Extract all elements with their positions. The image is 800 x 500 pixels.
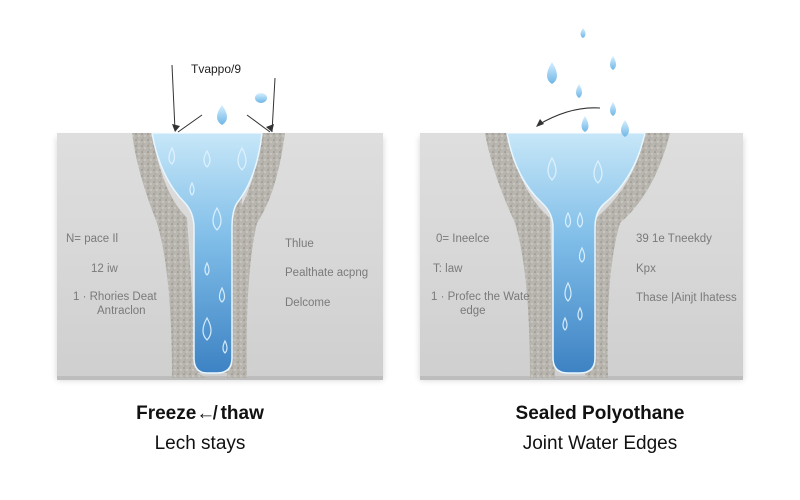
note-right-1: 39 1e Tneekdy (636, 233, 712, 245)
note-left-3: 1 · Rhories Deat (73, 291, 157, 303)
note-left-1: 0= Ineelce (436, 233, 490, 245)
evaporation-arrows (171, 64, 276, 133)
joint-left (132, 133, 285, 378)
water-drop-icon (581, 116, 589, 132)
note-right-2: Pealthate acpng (285, 267, 369, 279)
note-right-2: Kpx (636, 263, 656, 275)
water-drop-icon (576, 84, 582, 98)
caption-left-subtitle: Lech stays (154, 433, 246, 454)
caption-left-title: Freeze↚ thaw (136, 403, 264, 424)
joint-right (485, 133, 670, 378)
freeze-thaw-panel: Tvappo/9 N= pace Il 12 iw 1 · Rhories De… (0, 62, 400, 455)
curved-arrow-icon (537, 107, 601, 126)
water-column (506, 133, 646, 374)
caption-right: Sealed Polyothane Joint Water Edges (400, 403, 800, 455)
note-right-3: Delcome (285, 297, 331, 309)
note-left-2: T: law (433, 263, 463, 275)
water-drop-icon (610, 56, 616, 70)
water-drop-icon (547, 62, 557, 84)
caption-right-subtitle: Joint Water Edges (522, 433, 678, 454)
water-drop-icon (610, 102, 616, 116)
sealed-joint-panel: 0= Ineelce T: law 1 · Profec the Wate ed… (400, 0, 800, 500)
water-column (151, 133, 263, 374)
water-drop-icon (621, 120, 629, 137)
caption-left: Freeze↚ thaw Lech stays (0, 403, 400, 455)
note-left-4: edge (460, 305, 486, 317)
note-right-3: Thase |Ainjt Ihatess (636, 292, 737, 304)
falling-drops (536, 28, 629, 137)
note-left-4: Antraclon (97, 305, 146, 317)
water-drop-icon (580, 28, 586, 38)
note-right-1: Thlue (285, 238, 314, 250)
caption-right-title: Sealed Polyothane (515, 403, 685, 424)
water-drop-icon (255, 93, 267, 103)
note-left-2: 12 iw (91, 263, 118, 275)
arrow-icon (171, 64, 176, 131)
note-left-1: N= pace Il (66, 233, 119, 245)
evaporation-label: Tvappo/9 (191, 62, 242, 76)
note-left-3: 1 · Profec the Wate (431, 291, 530, 303)
water-drop-icon (217, 105, 227, 125)
